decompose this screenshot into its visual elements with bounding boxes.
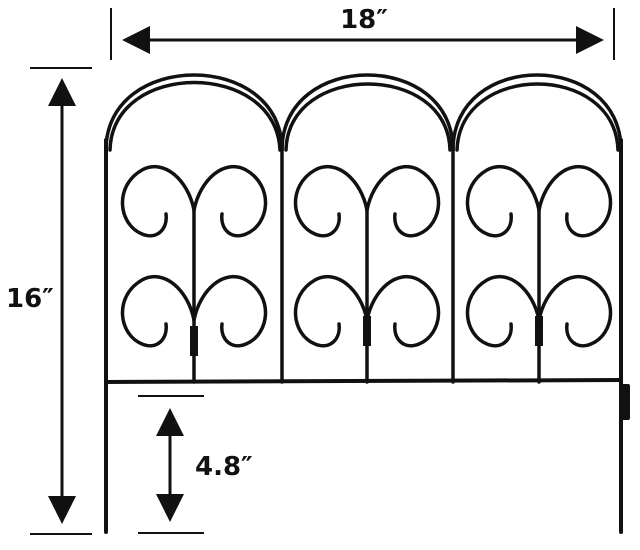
stake-arrowhead-bottom-icon [156, 494, 184, 522]
stake-arrowhead-top-icon [156, 408, 184, 436]
fence-clip-1 [190, 326, 198, 356]
height-arrowhead-bottom-icon [48, 496, 76, 524]
height-dimension: 16″ [6, 67, 92, 535]
fence-panel [104, 73, 630, 534]
stake-dimension: 4.8″ [138, 395, 253, 534]
height-label: 16″ [6, 284, 54, 314]
fence-clip-2 [363, 316, 371, 346]
fence-clip-3 [535, 316, 543, 346]
width-dimension: 18″ [110, 5, 615, 60]
height-arrowhead-top-icon [48, 78, 76, 106]
width-label: 18″ [340, 5, 388, 35]
stake-label: 4.8″ [195, 452, 253, 482]
fence-arches [104, 73, 623, 152]
fence-bottom-rail [104, 378, 623, 384]
width-arrowhead-right-icon [576, 26, 604, 54]
width-arrowhead-left-icon [122, 26, 150, 54]
fence-connector-clip [620, 384, 630, 420]
